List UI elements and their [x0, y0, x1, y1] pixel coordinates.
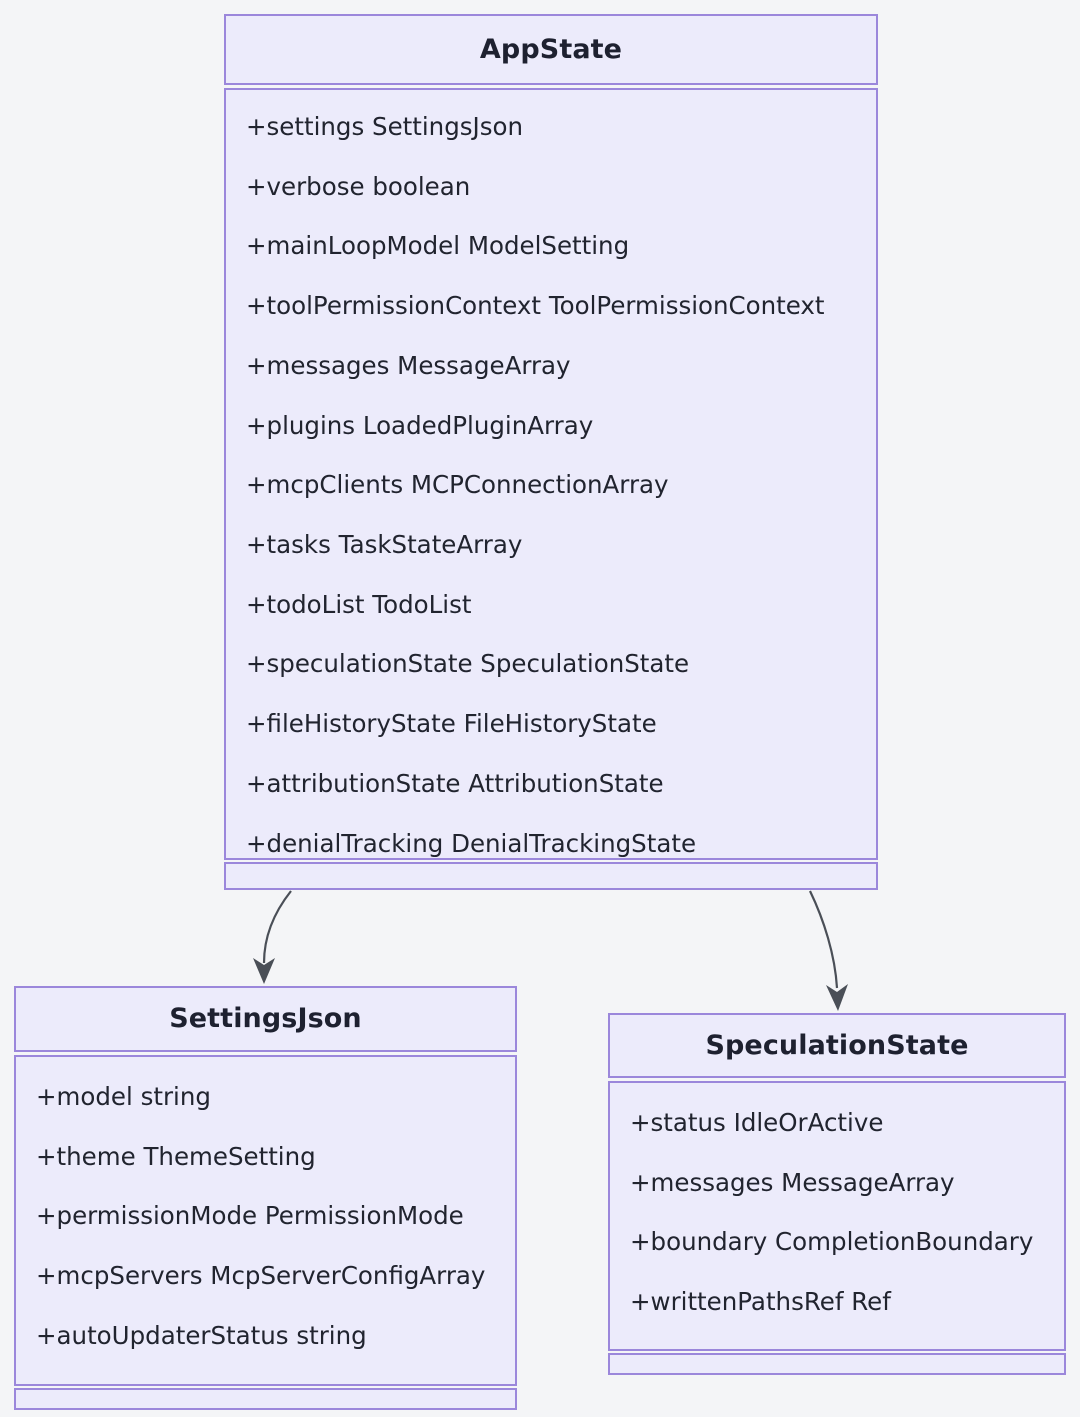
attribute-row: +boundary CompletionBoundary — [630, 1227, 1034, 1257]
class-methods-appstate — [224, 862, 878, 890]
class-header-speculationstate: SpeculationState — [608, 1013, 1066, 1078]
attribute-row: +todoList TodoList — [246, 589, 472, 619]
class-header-appstate: AppState — [224, 14, 878, 85]
attribute-row: +plugins LoadedPluginArray — [246, 410, 594, 440]
edge-appstate-to-speculationstate — [809, 890, 848, 1011]
class-attributes-settingsjson: +model string +theme ThemeSetting +permi… — [14, 1055, 517, 1386]
class-methods-speculationstate — [608, 1353, 1066, 1375]
class-title-speculationstate: SpeculationState — [705, 1029, 969, 1061]
class-node-speculationstate[interactable]: SpeculationState +status IdleOrActive +m… — [608, 1013, 1066, 1375]
attribute-row: +attributionState AttributionState — [246, 768, 664, 798]
class-attributes-appstate: +settings SettingsJson +verbose boolean … — [224, 88, 878, 860]
class-title-appstate: AppState — [479, 33, 623, 65]
attribute-row: +mainLoopModel ModelSetting — [246, 231, 630, 261]
attribute-row: +theme ThemeSetting — [36, 1141, 316, 1171]
attribute-row: +toolPermissionContext ToolPermissionCon… — [246, 291, 825, 321]
attribute-row: +autoUpdaterStatus string — [36, 1320, 367, 1350]
class-node-settingsjson[interactable]: SettingsJson +model string +theme ThemeS… — [14, 986, 517, 1410]
attribute-row: +denialTracking DenialTrackingState — [246, 828, 697, 858]
attribute-row: +status IdleOrActive — [630, 1108, 884, 1137]
class-attributes-speculationstate: +status IdleOrActive +messages MessageAr… — [608, 1081, 1066, 1351]
attribute-row: +speculationState SpeculationState — [246, 649, 690, 679]
attribute-row: +fileHistoryState FileHistoryState — [246, 709, 657, 739]
class-title-settingsjson: SettingsJson — [169, 1003, 362, 1035]
attribute-row: +messages MessageArray — [246, 350, 571, 380]
attribute-row: +tasks TaskStateArray — [246, 530, 523, 560]
edge-appstate-to-settingsjson — [253, 890, 292, 984]
class-header-settingsjson: SettingsJson — [14, 986, 517, 1052]
class-node-appstate[interactable]: AppState +settings SettingsJson +verbose… — [224, 14, 878, 890]
attribute-row: +mcpClients MCPConnectionArray — [246, 470, 669, 500]
attribute-row: +messages MessageArray — [630, 1167, 955, 1197]
class-methods-settingsjson — [14, 1388, 517, 1410]
attribute-row: +mcpServers McpServerConfigArray — [36, 1261, 486, 1291]
attribute-row: +verbose boolean — [246, 171, 471, 201]
attribute-row: +settings SettingsJson — [246, 112, 524, 141]
attribute-row: +permissionMode PermissionMode — [36, 1201, 464, 1231]
attribute-row: +model string — [36, 1082, 211, 1111]
attribute-row: +writtenPathsRef Ref — [630, 1287, 891, 1317]
